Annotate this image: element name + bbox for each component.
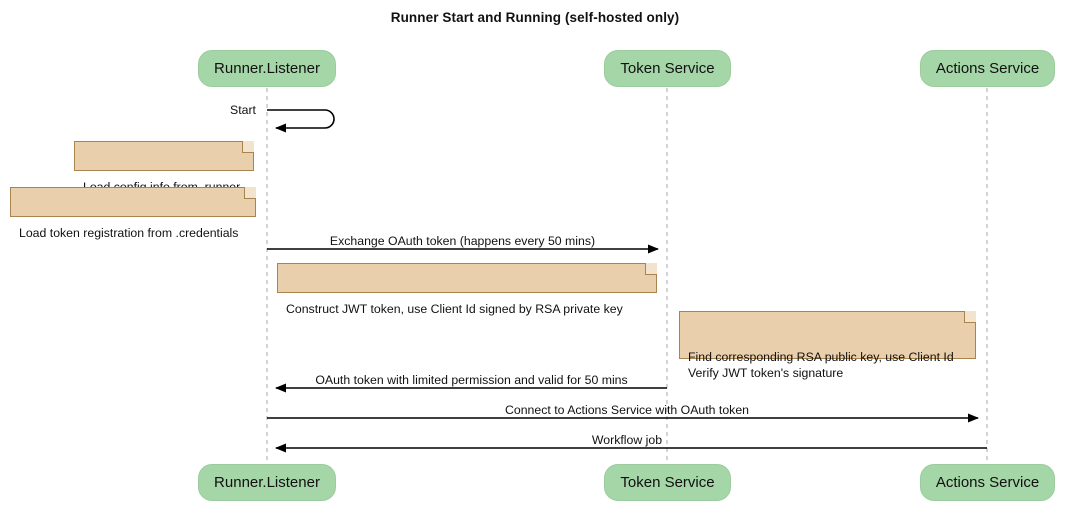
note-fold-corner-icon: [645, 263, 657, 275]
participant-actions-bottom[interactable]: Actions Service: [920, 464, 1055, 501]
message-label-exchange-oauth: Exchange OAuth token (happens every 50 m…: [329, 234, 596, 248]
participant-runner-bottom[interactable]: Runner.Listener: [198, 464, 336, 501]
message-arrow-start: [267, 109, 335, 133]
participant-token-top[interactable]: Token Service: [604, 50, 731, 87]
note-fold-corner-icon: [242, 141, 254, 153]
note-load-config: Load config info from .runner: [74, 141, 254, 194]
message-label-oauth-token-return: OAuth token with limited permission and …: [315, 373, 628, 387]
note-construct-jwt-text: Construct JWT token, use Client Id signe…: [286, 302, 623, 316]
participant-runner-top[interactable]: Runner.Listener: [198, 50, 336, 87]
participant-token-bottom[interactable]: Token Service: [604, 464, 731, 501]
message-label-start: Start: [230, 103, 256, 117]
message-label-connect-actions: Connect to Actions Service with OAuth to…: [504, 403, 750, 417]
note-verify-jwt: Find corresponding RSA public key, use C…: [679, 311, 976, 380]
note-load-token-registration: Load token registration from .credential…: [10, 187, 256, 240]
message-label-workflow-job: Workflow job: [591, 433, 663, 447]
note-construct-jwt: Construct JWT token, use Client Id signe…: [277, 263, 657, 316]
note-fold-corner-icon: [964, 311, 976, 323]
note-fold-corner-icon: [244, 187, 256, 199]
note-verify-jwt-text: Find corresponding RSA public key, use C…: [688, 350, 954, 380]
page-title: Runner Start and Running (self-hosted on…: [390, 10, 680, 25]
note-load-token-registration-text: Load token registration from .credential…: [19, 226, 239, 240]
participant-actions-top[interactable]: Actions Service: [920, 50, 1055, 87]
